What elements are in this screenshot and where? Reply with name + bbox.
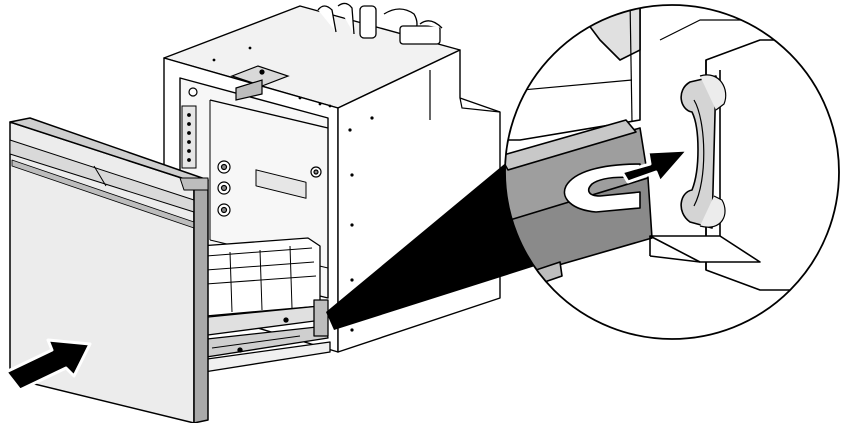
cabinet-fittings <box>188 87 322 217</box>
cabinet-screws <box>212 46 374 332</box>
insert-arrow-icon <box>620 148 690 184</box>
compressor-piping <box>317 2 443 45</box>
detail-magnifier <box>504 4 840 340</box>
drawer-assembly <box>197 237 331 373</box>
cabinet-control-strip <box>181 105 197 169</box>
top-bracket <box>230 65 290 101</box>
detail-clip <box>680 75 717 229</box>
cabinet-right-step <box>429 70 501 120</box>
push-arrow-icon <box>4 338 92 392</box>
detail-hook-slot <box>563 163 641 213</box>
